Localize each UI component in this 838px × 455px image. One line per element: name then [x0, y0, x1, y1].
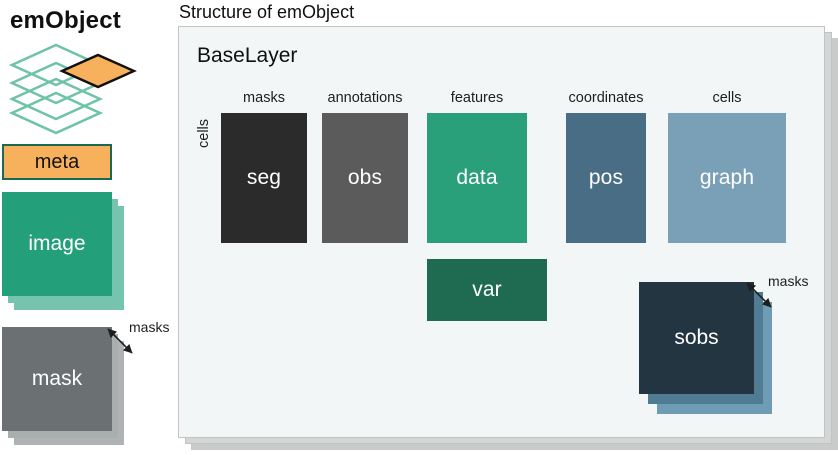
column-label-features: features — [450, 90, 504, 106]
meta-box[interactable]: meta — [2, 144, 112, 180]
column-label-cells: cells — [712, 90, 742, 106]
meta-label: meta — [34, 150, 80, 173]
page-title: emObject — [10, 7, 121, 34]
box-obs[interactable]: obs — [322, 113, 408, 243]
box-pos[interactable]: pos — [566, 113, 646, 243]
mask-stack-layer-front: mask — [2, 327, 112, 431]
emobject-left-column: emObject meta image mask — [0, 0, 175, 455]
cells-row-label: cells — [196, 118, 212, 148]
sobs-stack[interactable]: sobs — [639, 282, 779, 414]
column-label-masks: masks — [243, 90, 285, 106]
image-stack[interactable]: image — [2, 192, 137, 314]
mask-label: mask — [31, 367, 83, 390]
column-label-coordinates: coordinates — [568, 90, 644, 106]
sobs-label: sobs — [674, 326, 719, 349]
box-graph[interactable]: graph — [668, 113, 786, 243]
image-label: image — [28, 232, 86, 255]
box-seg[interactable]: seg — [221, 113, 307, 243]
box-var[interactable]: var — [427, 259, 547, 321]
box-data[interactable]: data — [427, 113, 527, 243]
column-label-annotations: annotations — [327, 90, 403, 106]
image-stack-layer-front: image — [2, 192, 112, 296]
double-headed-diagonal-arrow-icon — [739, 277, 781, 313]
mask-stack[interactable]: mask — [2, 327, 137, 449]
structure-title: Structure of emObject — [179, 2, 355, 22]
masks-callout-left-label: masks — [129, 319, 170, 335]
baselayer-title: BaseLayer — [197, 44, 298, 67]
stacked-diamond-layers-icon — [8, 33, 138, 136]
double-headed-diagonal-arrow-icon — [100, 323, 142, 359]
sobs-stack-layer-front: sobs — [639, 282, 754, 394]
masks-callout-right-label: masks — [768, 273, 809, 289]
